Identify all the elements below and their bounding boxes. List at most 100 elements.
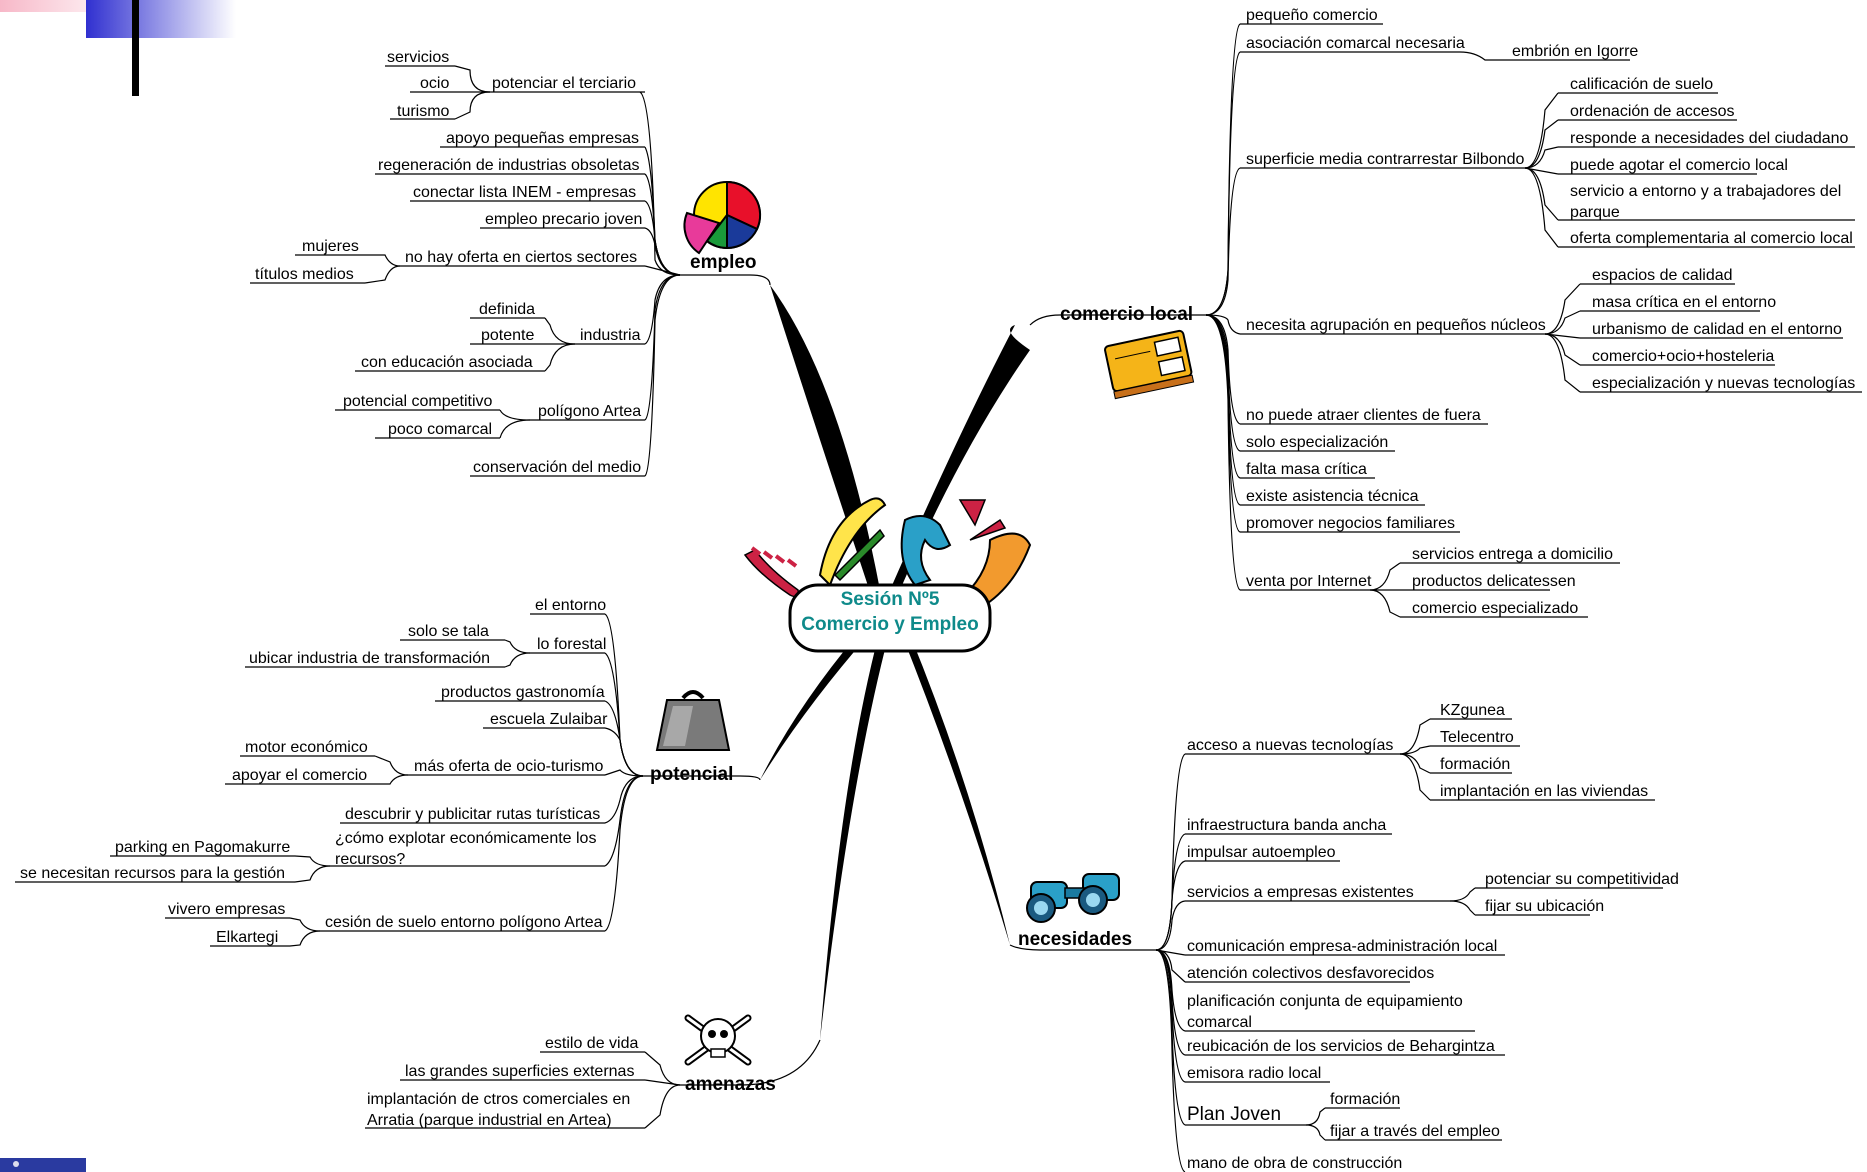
branch-comercio-local: comercio local xyxy=(1060,7,1862,618)
node-implantacion-line2: Arratia (parque industrial en Artea) xyxy=(367,1112,612,1129)
node-acceso-nuevas-tecnologias: acceso a nuevas tecnologías xyxy=(1187,737,1393,754)
node-apoyar-comercio: apoyar el comercio xyxy=(232,767,367,784)
node-el-entorno: el entorno xyxy=(535,597,606,614)
node-turismo: turismo xyxy=(397,103,450,120)
branch-necesidades: necesidades xyxy=(1018,702,1679,1172)
node-poco-comarcal: poco comarcal xyxy=(388,421,492,438)
node-no-puede-atraer: no puede atraer clientes de fuera xyxy=(1246,407,1481,424)
branch-potencial: potencial xyxy=(15,597,733,947)
node-potenciar-terciario: potenciar el terciario xyxy=(492,75,636,92)
node-emisora-radio: emisora radio local xyxy=(1187,1065,1321,1082)
node-como-explotar-line2: recursos? xyxy=(335,851,405,868)
node-potencial-competitivo: potencial competitivo xyxy=(343,393,493,410)
node-espacios-calidad: espacios de calidad xyxy=(1592,267,1733,284)
node-infraestructura-banda-ancha: infraestructura banda ancha xyxy=(1187,817,1386,834)
node-fijar-ubicacion: fijar su ubicación xyxy=(1485,898,1604,915)
branch-title-necesidades: necesidades xyxy=(1018,929,1132,950)
binoculars-icon xyxy=(1026,873,1120,923)
node-solo-especializacion: solo especialización xyxy=(1246,434,1388,451)
node-implantacion-line1: implantación de ctros comerciales en xyxy=(367,1091,630,1108)
center-node: Sesión Nº5 Comercio y Empleo xyxy=(743,497,1032,653)
node-impulsar-autoempleo: impulsar autoempleo xyxy=(1187,844,1336,861)
trunks xyxy=(760,285,1030,1040)
branch-connectors xyxy=(643,274,1206,1086)
node-ordenacion-accesos: ordenación de accesos xyxy=(1570,103,1735,120)
node-puede-agotar: puede agotar el comercio local xyxy=(1570,157,1788,174)
node-formacion-tecnologias: formación xyxy=(1440,756,1510,773)
branch-title-amenazas: amenazas xyxy=(685,1074,776,1095)
node-falta-masa-critica: falta masa crítica xyxy=(1246,461,1367,478)
node-masa-critica-entorno: masa crítica en el entorno xyxy=(1592,294,1776,311)
node-elkartegi: Elkartegi xyxy=(216,929,278,946)
node-telecentro: Telecentro xyxy=(1440,729,1514,746)
node-asistencia-tecnica: existe asistencia técnica xyxy=(1246,488,1419,505)
node-kzgunea: KZgunea xyxy=(1440,702,1505,719)
node-atencion-colectivos: atención colectivos desfavorecidos xyxy=(1187,965,1434,982)
node-grandes-superficies: las grandes superficies externas xyxy=(405,1063,634,1080)
center-title-line1: Sesión Nº5 xyxy=(841,589,940,610)
node-regeneracion-industrias: regeneración de industrias obsoletas xyxy=(378,157,640,174)
node-reubicacion-behargintza: reubicación de los servicios de Behargin… xyxy=(1187,1038,1495,1055)
node-comercio-ocio-hosteleria: comercio+ocio+hosteleria xyxy=(1592,348,1774,365)
node-mano-obra: mano de obra de construcción xyxy=(1187,1155,1402,1172)
node-planificacion-line2: comarcal xyxy=(1187,1014,1252,1031)
node-fijar-empleo: fijar a través del empleo xyxy=(1330,1123,1500,1140)
node-empleo-precario: empleo precario joven xyxy=(485,211,642,228)
node-urbanismo-calidad: urbanismo de calidad en el entorno xyxy=(1592,321,1842,338)
node-conectar-inem: conectar lista INEM - empresas xyxy=(413,184,636,201)
skull-crossbones-icon xyxy=(684,1014,752,1066)
node-parking-pagomakurre: parking en Pagomakurre xyxy=(115,839,290,856)
node-entrega-domicilio: servicios entrega a domicilio xyxy=(1412,546,1613,563)
node-educacion-asociada: con educación asociada xyxy=(361,354,533,371)
node-comunicacion-empresa: comunicación empresa-administración loca… xyxy=(1187,938,1497,955)
node-ubicar-industria: ubicar industria de transformación xyxy=(249,650,490,667)
pie-chart-icon xyxy=(683,180,762,255)
node-servicios: servicios xyxy=(387,49,449,66)
node-titulos-medios: títulos medios xyxy=(255,266,354,283)
node-calificacion-suelo: calificación de suelo xyxy=(1570,76,1713,93)
weight-icon xyxy=(655,690,731,751)
branch-title-empleo: empleo xyxy=(690,252,757,273)
node-industria: industria xyxy=(580,327,641,344)
node-embrion-igorre: embrión en Igorre xyxy=(1512,43,1638,60)
node-mujeres: mujeres xyxy=(302,238,359,255)
node-poligono-artea: polígono Artea xyxy=(538,403,641,420)
node-no-hay-oferta: no hay oferta en ciertos sectores xyxy=(405,249,637,266)
node-asociacion-comarcal: asociación comarcal necesaria xyxy=(1246,35,1465,52)
branch-title-comercio-local: comercio local xyxy=(1060,304,1193,325)
node-motor-economico: motor económico xyxy=(245,739,368,756)
node-se-necesitan-recursos: se necesitan recursos para la gestión xyxy=(20,865,285,882)
node-planificacion-line1: planificación conjunta de equipamiento xyxy=(1187,993,1463,1010)
node-pequeno-comercio: pequeño comercio xyxy=(1246,7,1378,24)
node-mas-oferta-ocio: más oferta de ocio-turismo xyxy=(414,758,604,775)
node-formacion-plan-joven: formación xyxy=(1330,1091,1400,1108)
node-estilo-de-vida: estilo de vida xyxy=(545,1035,638,1052)
node-descubrir-rutas: descubrir y publicitar rutas turísticas xyxy=(345,806,600,823)
node-como-explotar-line1: ¿cómo explotar económicamente los xyxy=(335,830,596,847)
node-solo-se-tala: solo se tala xyxy=(408,623,489,640)
node-vivero-empresas: vivero empresas xyxy=(168,901,285,918)
node-implantacion-viviendas: implantación en las viviendas xyxy=(1440,783,1648,800)
node-comercio-especializado: comercio especializado xyxy=(1412,600,1578,617)
node-productos-gastronomia: productos gastronomía xyxy=(441,684,605,701)
node-lo-forestal: lo forestal xyxy=(537,636,606,653)
slide-footer-decoration xyxy=(0,1158,86,1172)
node-apoyo-pequenas-empresas: apoyo pequeñas empresas xyxy=(446,130,639,147)
node-cesion-suelo: cesión de suelo entorno polígono Artea xyxy=(325,914,603,931)
node-potenciar-competitividad: potenciar su competitividad xyxy=(1485,871,1679,888)
node-ocio: ocio xyxy=(420,75,449,92)
node-necesita-agrupacion: necesita agrupación en pequeños núcleos xyxy=(1246,317,1546,334)
credit-card-icon xyxy=(1104,329,1195,400)
node-negocios-familiares: promover negocios familiares xyxy=(1246,515,1455,532)
node-productos-delicatessen: productos delicatessen xyxy=(1412,573,1576,590)
node-escuela-zulaibar: escuela Zulaibar xyxy=(490,711,608,728)
node-conservacion-medio: conservación del medio xyxy=(473,459,641,476)
swiss-army-knife-icon xyxy=(743,497,1032,607)
node-especializacion-nuevas-tecnologias: especialización y nuevas tecnologías xyxy=(1592,375,1855,392)
slide-corner-decoration xyxy=(0,0,236,1172)
node-servicio-entorno-line1: servicio a entorno y a trabajadores del xyxy=(1570,183,1841,200)
node-venta-internet: venta por Internet xyxy=(1246,573,1372,590)
node-oferta-complementaria: oferta complementaria al comercio local xyxy=(1570,230,1853,247)
